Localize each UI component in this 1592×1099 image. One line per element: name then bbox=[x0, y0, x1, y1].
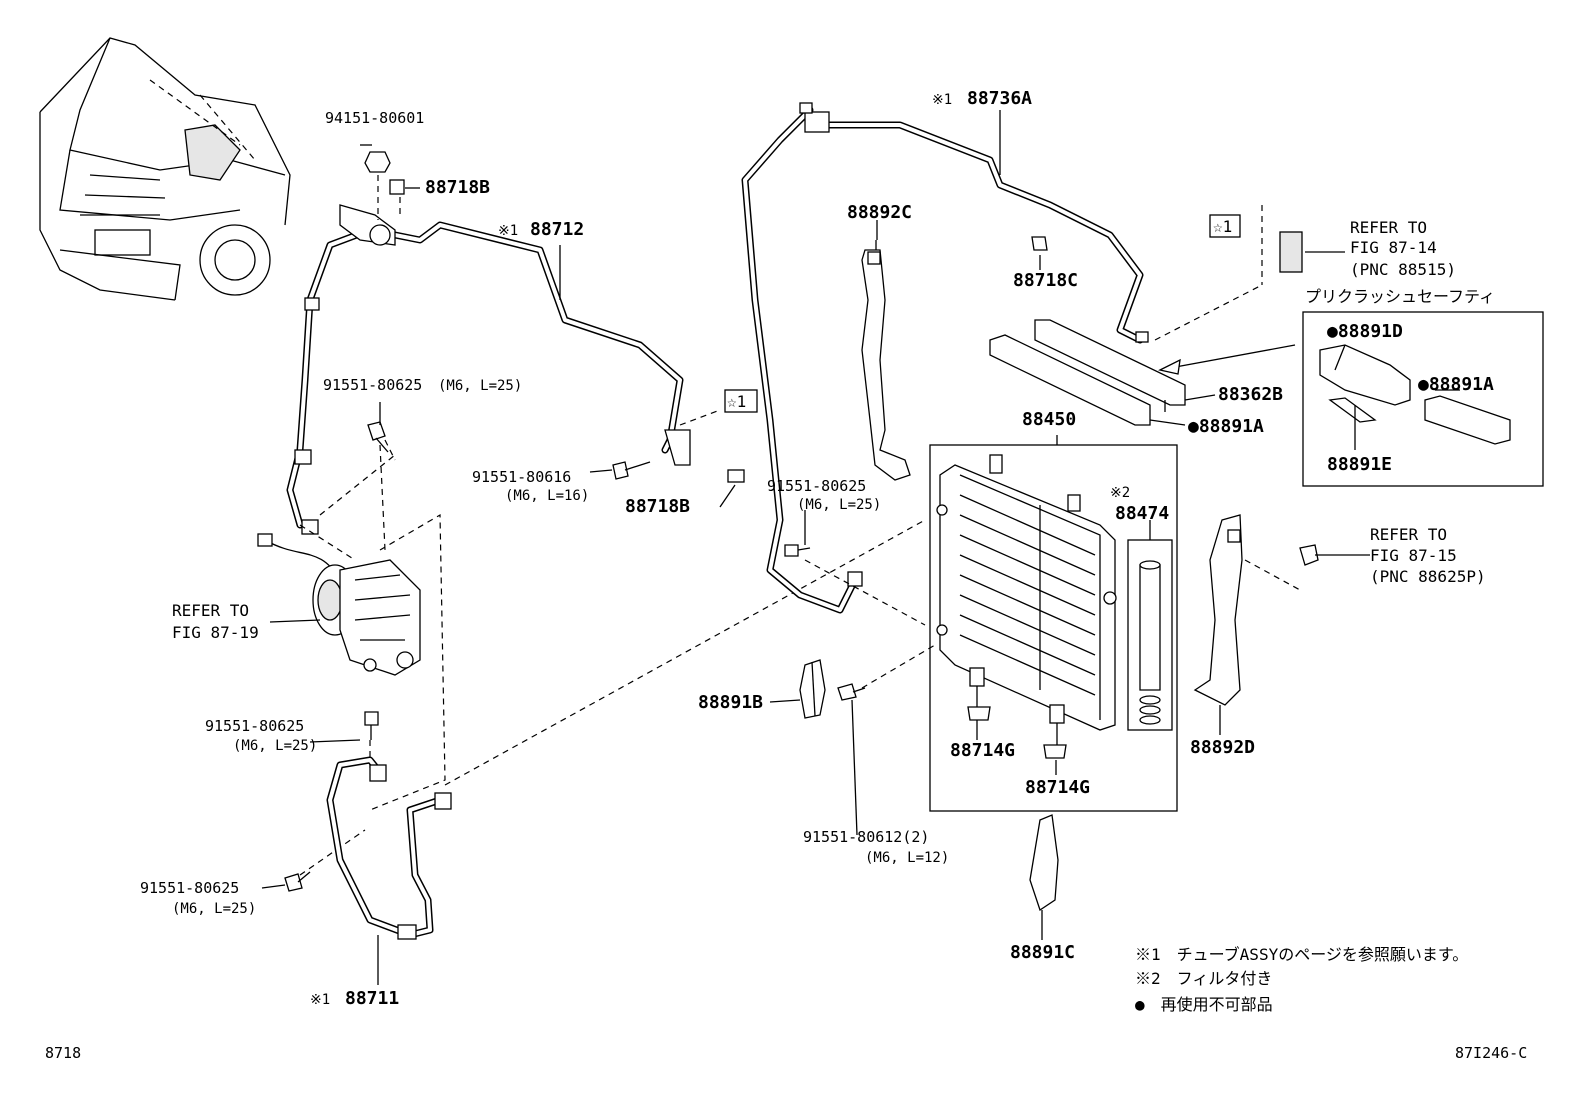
label-91551-80625-b: 91551-80625 bbox=[205, 717, 304, 735]
label-88736A: 88736A bbox=[967, 88, 1032, 109]
star-marker-right: ☆1 bbox=[1213, 217, 1232, 236]
part-labels: 94151-80601 88718B ※1 88712 91551-80625 … bbox=[140, 88, 1495, 1009]
label-91551-80625-a: 91551-80625 bbox=[323, 376, 422, 394]
label-91551-80625-c: 91551-80625 bbox=[140, 879, 239, 897]
label-88450: 88450 bbox=[1022, 409, 1076, 430]
label-88362B: 88362B bbox=[1218, 384, 1283, 405]
refer-87-14-line3: (PNC 88515) bbox=[1350, 260, 1456, 279]
refer-87-19-line2: FIG 87-19 bbox=[172, 623, 259, 642]
spec-91551-80616: (M6, L=16) bbox=[505, 488, 589, 504]
label-88718C: 88718C bbox=[1013, 270, 1078, 291]
label-91551-80625-d: 91551-80625 bbox=[767, 477, 866, 495]
tube-88712 bbox=[286, 221, 691, 535]
expansion-valve bbox=[1154, 205, 1303, 341]
part-88891C bbox=[1029, 814, 1059, 912]
label-88711: 88711 bbox=[345, 988, 399, 1009]
vehicle-front-illustration bbox=[39, 37, 291, 301]
label-88712: 88712 bbox=[530, 219, 584, 240]
label-88718B-mid: 88718B bbox=[625, 496, 690, 517]
mark-88711: ※1 bbox=[310, 992, 330, 1008]
label-88718B-top: 88718B bbox=[425, 177, 490, 198]
label-88891A-box: ●88891A bbox=[1418, 374, 1494, 395]
spec-91551-80625-c: (M6, L=25) bbox=[172, 901, 256, 917]
legend-notes: ※1 チューブASSYのページを参照願います。 ※2 フィルタ付き ● 再使用不… bbox=[1135, 945, 1468, 1014]
refer-87-14-line2: FIG 87-14 bbox=[1350, 238, 1437, 257]
label-88891C: 88891C bbox=[1010, 942, 1075, 963]
part-88362B bbox=[989, 319, 1216, 426]
bolts-middle bbox=[784, 236, 1048, 701]
label-91551-80612: 91551-80612(2) bbox=[803, 828, 929, 846]
refer-87-15-line1: REFER TO bbox=[1370, 525, 1447, 544]
part-88891B bbox=[799, 659, 826, 719]
label-precrash-safety: プリクラッシュセーフティ bbox=[1305, 287, 1495, 306]
spec-91551-80625-a: (M6, L=25) bbox=[438, 378, 522, 394]
bracket-88892C bbox=[861, 240, 911, 481]
label-88891B: 88891B bbox=[698, 692, 763, 713]
footer: 8718 87I246-C bbox=[45, 1044, 1527, 1062]
spec-91551-80625-d: (M6, L=25) bbox=[797, 497, 881, 513]
mark-88736A: ※1 bbox=[932, 92, 952, 108]
mark-88474: ※2 bbox=[1110, 485, 1130, 501]
mark-88712: ※1 bbox=[498, 223, 518, 239]
refer-87-15-line2: FIG 87-15 bbox=[1370, 546, 1457, 565]
tube-88736A bbox=[741, 102, 1149, 614]
spec-91551-80612: (M6, L=12) bbox=[865, 850, 949, 866]
label-94151-80601: 94151-80601 bbox=[325, 109, 424, 127]
note-tube-assy: ※1 チューブASSYのページを参照願います。 bbox=[1135, 945, 1468, 964]
refer-87-14-line1: REFER TO bbox=[1350, 218, 1427, 237]
label-88714G-a: 88714G bbox=[950, 740, 1015, 761]
footer-figure-id: 87I246-C bbox=[1455, 1044, 1527, 1062]
note-non-reusable: ● 再使用不可部品 bbox=[1135, 995, 1273, 1014]
leader-lines bbox=[261, 110, 1460, 985]
part-88625P bbox=[724, 389, 1319, 591]
footer-page-code: 8718 bbox=[45, 1044, 81, 1062]
spec-91551-80625-b: (M6, L=25) bbox=[233, 738, 317, 754]
label-88891A: ●88891A bbox=[1188, 416, 1264, 437]
tube-88711 bbox=[326, 756, 452, 940]
label-88892C: 88892C bbox=[847, 202, 912, 223]
label-88474: 88474 bbox=[1115, 503, 1169, 524]
guide-lines-left bbox=[299, 409, 926, 876]
condenser-group-88450 bbox=[929, 444, 1178, 812]
compressor bbox=[257, 533, 421, 676]
label-88892D: 88892D bbox=[1190, 737, 1255, 758]
note-filter: ※2 フィルタ付き bbox=[1135, 969, 1272, 988]
bolts-left bbox=[284, 421, 745, 892]
precrash-box bbox=[1302, 311, 1544, 487]
precrash-arrow bbox=[1158, 344, 1296, 375]
filter-88474 bbox=[1127, 539, 1173, 731]
label-88714G-b: 88714G bbox=[1025, 777, 1090, 798]
label-88891D: ●88891D bbox=[1327, 321, 1403, 342]
bracket-88892D bbox=[1193, 514, 1243, 706]
star-marker-left: ☆1 bbox=[727, 392, 746, 411]
refer-87-19-line1: REFER TO bbox=[172, 601, 249, 620]
refer-87-15-line3: (PNC 88625P) bbox=[1370, 567, 1486, 586]
label-88891E: 88891E bbox=[1327, 454, 1392, 475]
bracket-top-left bbox=[339, 151, 405, 246]
label-91551-80616: 91551-80616 bbox=[472, 468, 571, 486]
